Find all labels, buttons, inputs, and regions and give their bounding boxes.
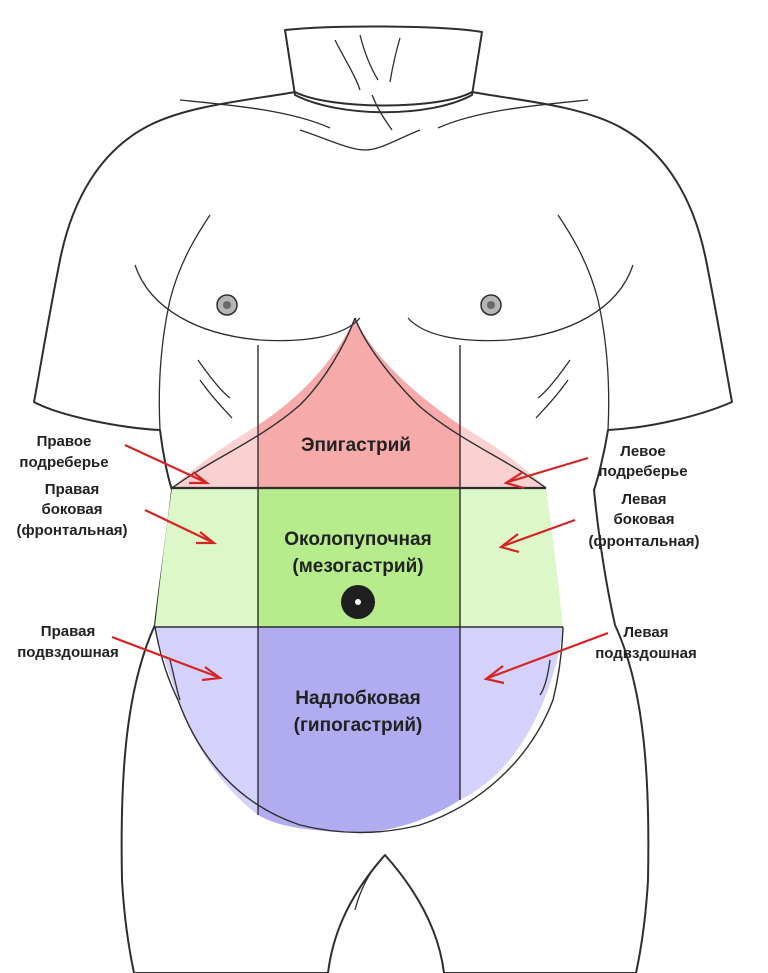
left-iliac-label-line2: подвздошная [595,645,697,662]
hypogastric-label-line1: Надлобковая [295,688,420,709]
left-iliac-region [460,627,563,800]
region-fills [155,318,563,833]
region-grid [154,317,564,834]
left-lateral-label-line1: Левая [622,491,667,508]
right-iliac-label-line1: Правая [41,623,95,640]
arrows [111,444,609,685]
right-iliac-region [155,627,258,815]
right-lateral-label-line2: боковая [41,501,102,518]
hypogastric-label-line2: (гипогастрий) [294,715,423,736]
right-hypochondrium-label-line2: подреберье [19,454,108,471]
left-lateral-label-line2: боковая [613,511,674,528]
left-lateral-region [460,488,563,627]
left-iliac-label-line1: Левая [624,624,669,641]
right-lateral-label-line3: (фронтальная) [16,522,127,539]
arrow-left-lateral [502,518,576,548]
right-lateral-region [155,488,258,627]
umbilical-label-line2: (мезогастрий) [292,556,423,577]
nipples [216,294,502,316]
neck [284,25,483,114]
right-iliac-label-line2: подвздошная [17,644,119,661]
arrow-right-iliac [111,635,219,679]
hypogastric-region [258,627,460,833]
left-hypochondrium-label-line2: подреберье [598,463,687,480]
trunk [33,91,733,973]
epigastric-region [258,318,460,488]
right-side-labels: Правое подреберье Правая боковая (фронта… [16,433,127,661]
torso-silhouette [33,25,733,973]
right-lateral-label-line1: Правая [45,481,99,498]
left-side-labels: Левое подреберье Левая боковая (фронталь… [588,443,699,662]
anatomy-details [134,34,634,911]
arrow-left-hypochondrium [507,456,589,484]
center-labels: Эпигастрий Околопупочная (мезогастрий) Н… [284,435,431,736]
left-hypochondrium-region [460,425,546,488]
arrow-right-lateral [144,509,213,543]
right-hypochondrium-label-line1: Правое [37,433,92,450]
navel [341,585,375,619]
left-lateral-label-line3: (фронтальная) [588,533,699,550]
arrow-left-iliac [487,631,609,680]
left-hypochondrium-label-line1: Левое [620,443,665,460]
arrow-right-hypochondrium [124,444,206,483]
epigastric-label: Эпигастрий [301,435,411,456]
umbilical-label-line1: Околопупочная [284,529,431,550]
